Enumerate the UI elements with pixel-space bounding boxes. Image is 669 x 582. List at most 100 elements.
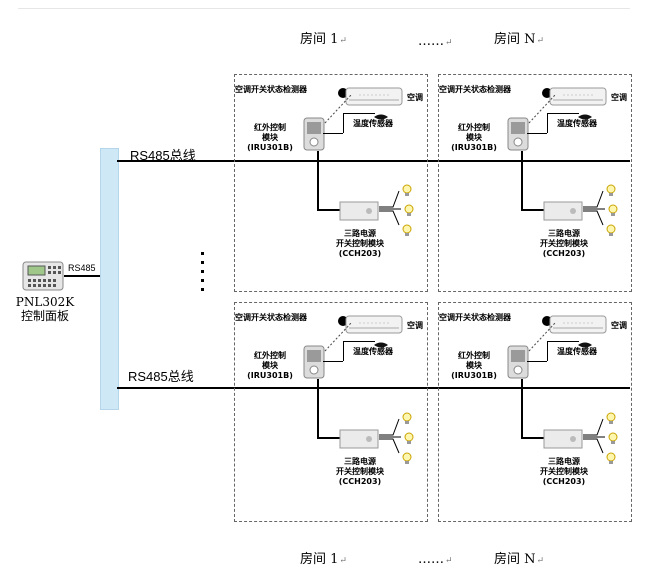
power-switch-module-icon xyxy=(339,429,379,453)
ac-detector-icon xyxy=(542,88,552,98)
sensor-link-top xyxy=(343,341,375,342)
air-conditioner-icon xyxy=(345,315,403,339)
sensor-link-v xyxy=(547,341,548,361)
sensor-link-h xyxy=(527,361,547,362)
ir-module-icon xyxy=(303,117,325,155)
power-switch-module-icon xyxy=(543,201,583,225)
panel-caption: PNL302K 控制面板 xyxy=(10,295,80,323)
ir-module-icon xyxy=(303,345,325,383)
bottom-bus-label: RS485总线 xyxy=(128,369,194,384)
light-bulb-icon xyxy=(607,431,619,450)
ir-module-icon xyxy=(507,345,529,383)
power-switch-module-icon xyxy=(339,201,379,225)
ir-beam-line xyxy=(527,321,557,357)
ac-label: 空调 xyxy=(407,321,423,330)
ir-module-label: 红外控制 模块 (IRU301B) xyxy=(451,123,497,152)
bus-bar xyxy=(100,148,119,410)
ac-detector-icon xyxy=(542,316,552,326)
top-bus-line xyxy=(117,160,630,162)
ac-detector-label: 空调开关状态检测器 xyxy=(235,85,307,94)
air-conditioner-icon xyxy=(549,315,607,339)
light-bulb-icon xyxy=(605,223,617,242)
sensor-link-top xyxy=(547,341,579,342)
ir-beam-line xyxy=(323,93,353,129)
temp-sensor-label: 温度传感器 xyxy=(353,119,393,128)
light-bulb-icon xyxy=(401,183,413,202)
top-room-n-label: 房间 N↵ xyxy=(494,32,545,47)
ac-detector-label: 空调开关状态检测器 xyxy=(439,85,511,94)
ac-label: 空调 xyxy=(611,321,627,330)
room-box: 空调开关状态检测器 空调 红外控制 模块 (IRU301B) xyxy=(234,74,428,292)
ir-module-label: 红外控制 模块 (IRU301B) xyxy=(451,351,497,380)
light-bulb-icon xyxy=(605,183,617,202)
power-module-label: 三路电源 开关控制模块 (CCH203) xyxy=(336,457,384,486)
light-bulb-icon xyxy=(401,451,413,470)
power-module-label: 三路电源 开关控制模块 (CCH203) xyxy=(336,229,384,258)
bulb-wires xyxy=(583,411,613,461)
bottom-ellipsis: ……↵ xyxy=(418,552,453,567)
vertical-ellipsis xyxy=(201,252,204,294)
room-box: 空调开关状态检测器 空调 红外控制 模块 (IRU301B) xyxy=(438,74,632,292)
bottom-room-1-label: 房间 1↵ xyxy=(300,552,347,567)
room-box: 空调开关状态检测器 空调 红外控制 模块 (IRU301B) xyxy=(234,302,428,522)
ir-module-icon xyxy=(507,117,529,155)
drop-line-h xyxy=(317,437,341,439)
temp-sensor-label: 温度传感器 xyxy=(557,347,597,356)
sensor-link-h xyxy=(323,133,343,134)
drop-line-h xyxy=(521,437,545,439)
air-conditioner-icon xyxy=(549,87,607,111)
top-ellipsis: ……↵ xyxy=(418,34,453,49)
panel-name: 控制面板 xyxy=(20,309,69,323)
ac-detector-label: 空调开关状态检测器 xyxy=(235,313,307,322)
power-module-label: 三路电源 开关控制模块 (CCH203) xyxy=(540,229,588,258)
top-bus-label: RS485总线 xyxy=(130,148,196,163)
light-bulb-icon xyxy=(607,203,619,222)
light-bulb-icon xyxy=(403,203,415,222)
sensor-link-h xyxy=(323,361,343,362)
light-bulb-icon xyxy=(401,223,413,242)
room-box: 空调开关状态检测器 空调 红外控制 模块 (IRU301B) xyxy=(438,302,632,522)
ir-module-label: 红外控制 模块 (IRU301B) xyxy=(247,351,293,380)
control-panel-device xyxy=(22,260,64,292)
ac-label: 空调 xyxy=(407,93,423,102)
panel-link-line xyxy=(64,275,100,277)
power-module-label: 三路电源 开关控制模块 (CCH203) xyxy=(540,457,588,486)
temp-sensor-label: 温度传感器 xyxy=(557,119,597,128)
ac-label: 空调 xyxy=(611,93,627,102)
panel-link-label: RS485 xyxy=(68,263,96,273)
air-conditioner-icon xyxy=(345,87,403,111)
bottom-room-n-label: 房间 N↵ xyxy=(494,552,545,567)
drop-line xyxy=(521,379,523,439)
bottom-bus-line xyxy=(117,387,630,389)
ac-detector-icon xyxy=(338,88,348,98)
ir-beam-line xyxy=(527,93,557,129)
light-bulb-icon xyxy=(605,451,617,470)
temperature-sensor-icon xyxy=(577,335,593,354)
temperature-sensor-icon xyxy=(577,107,593,126)
bulb-wires xyxy=(583,183,613,233)
sensor-link-top xyxy=(343,113,375,114)
sensor-link-v xyxy=(547,113,548,133)
ir-beam-line xyxy=(323,321,353,357)
panel-model: PNL302K xyxy=(15,295,75,309)
ac-detector-icon xyxy=(338,316,348,326)
sensor-link-v xyxy=(343,341,344,361)
ac-detector-label: 空调开关状态检测器 xyxy=(439,313,511,322)
drop-line-h xyxy=(521,209,545,211)
temperature-sensor-icon xyxy=(373,107,389,126)
drop-line xyxy=(521,151,523,211)
sensor-link-v xyxy=(343,113,344,133)
light-bulb-icon xyxy=(403,431,415,450)
drop-line xyxy=(317,151,319,211)
bulb-wires xyxy=(379,183,409,233)
power-switch-module-icon xyxy=(543,429,583,453)
top-border-line xyxy=(18,8,630,9)
light-bulb-icon xyxy=(605,411,617,430)
light-bulb-icon xyxy=(401,411,413,430)
top-room-1-label: 房间 1↵ xyxy=(300,32,347,47)
bulb-wires xyxy=(379,411,409,461)
drop-line xyxy=(317,379,319,439)
sensor-link-h xyxy=(527,133,547,134)
temperature-sensor-icon xyxy=(373,335,389,354)
drop-line-h xyxy=(317,209,341,211)
